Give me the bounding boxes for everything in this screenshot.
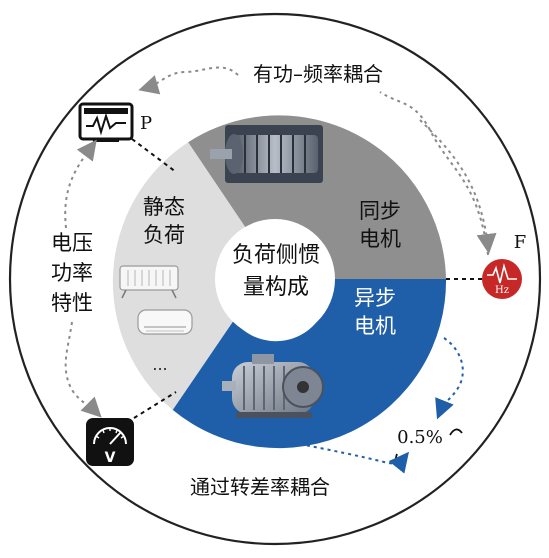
slip-curl-arrow-bottom: [394, 453, 404, 467]
left-label-line2: 功率: [51, 261, 93, 285]
slip-arrow-bottom: [299, 443, 410, 474]
air-conditioner-image: [137, 309, 193, 335]
segment-static: [112, 142, 249, 410]
connector-voltage-to-static: [133, 391, 177, 419]
voltage-meter-icon: V: [86, 418, 134, 466]
static-label-line2: 负荷: [143, 223, 185, 247]
slip-arrow-right: [435, 337, 464, 420]
center-hole: [215, 219, 335, 339]
center-label-line1: 负荷侧惯: [232, 243, 320, 268]
synchronous-motor-image: [210, 125, 323, 183]
frequency-unit: Hz: [495, 285, 509, 296]
bottom-coupling-label: 通过转差率耦合: [190, 475, 330, 499]
active-frequency-arrow: [146, 66, 489, 256]
synchronous-label-line1: 同步: [359, 199, 401, 223]
voltage-label: V: [105, 450, 116, 466]
power-monitor-icon: [78, 102, 134, 142]
center-label-line2: 量构成: [243, 275, 309, 300]
asynchronous-motor-image: [222, 354, 324, 418]
connector-power-to-sync: [131, 138, 177, 173]
slip-curl-arrow-top: [449, 428, 463, 436]
synchronous-label-line2: 电机: [359, 227, 401, 251]
active-frequency-arrow-head-f: [419, 119, 497, 254]
frequency-label: F: [514, 232, 527, 253]
voltage-power-arrow-up: [64, 139, 97, 229]
top-coupling-label: 有功–频率耦合: [253, 62, 383, 86]
outer-ring: [8, 12, 542, 546]
left-label-line1: 电压: [51, 231, 93, 255]
voltage-power-arrow-down: [64, 321, 102, 418]
asynchronous-label-line1: 异步: [354, 286, 396, 310]
frequency-icon: Hz: [482, 259, 522, 299]
static-label-line1: 静态: [143, 195, 185, 219]
left-label-line3: 特性: [51, 291, 93, 315]
power-label: P: [140, 113, 152, 134]
static-ellipsis: ...: [152, 355, 167, 374]
slip-value: 0.5%: [397, 427, 443, 448]
asynchronous-label-line2: 电机: [354, 314, 396, 338]
heater-image: [119, 265, 179, 299]
